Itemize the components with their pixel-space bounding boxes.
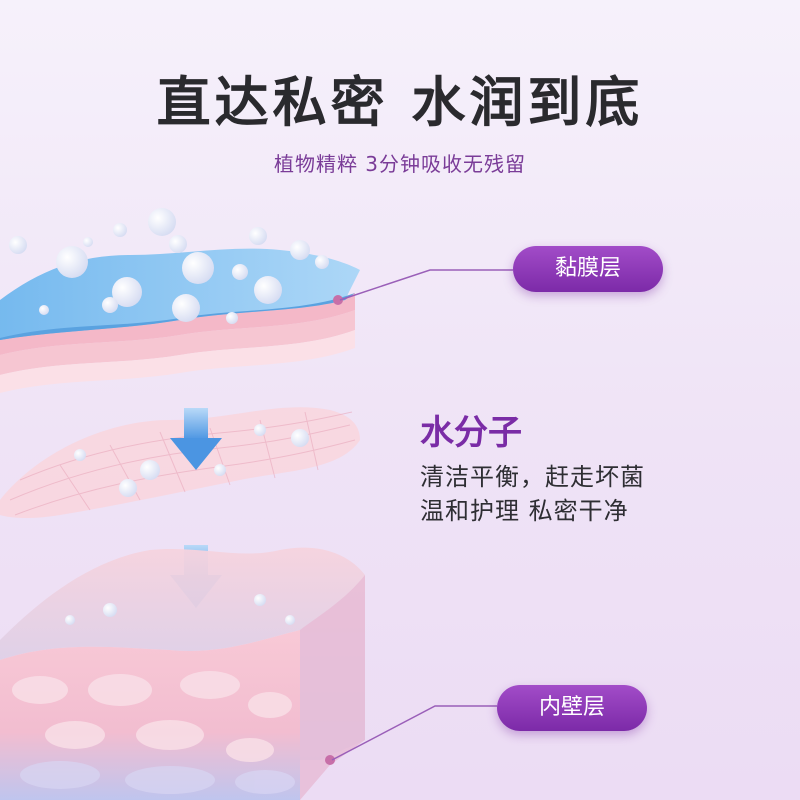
inner-wall-layer-label: 内壁层: [497, 685, 647, 731]
mucosa-layer-label: 黏膜层: [513, 246, 663, 292]
inner-wall-leader-line: [331, 705, 497, 761]
tissue-grid-sheet: [0, 407, 360, 519]
inner-wall-layer-graphic: [0, 547, 365, 800]
page-title: 直达私密 水润到底: [156, 71, 644, 134]
down-arrow-icon: [170, 408, 222, 470]
description-line-1: 清洁平衡，赶走坏菌: [420, 463, 645, 491]
page-subtitle: 植物精粹 3分钟吸收无残留: [273, 152, 527, 176]
mucosa-layer-graphic: [0, 248, 360, 393]
mucosa-leader-line: [339, 269, 513, 301]
description-line-2: 温和护理 私密干净: [420, 497, 629, 525]
water-molecule-heading: 水分子: [420, 413, 522, 453]
water-bubbles-top: [9, 208, 329, 324]
